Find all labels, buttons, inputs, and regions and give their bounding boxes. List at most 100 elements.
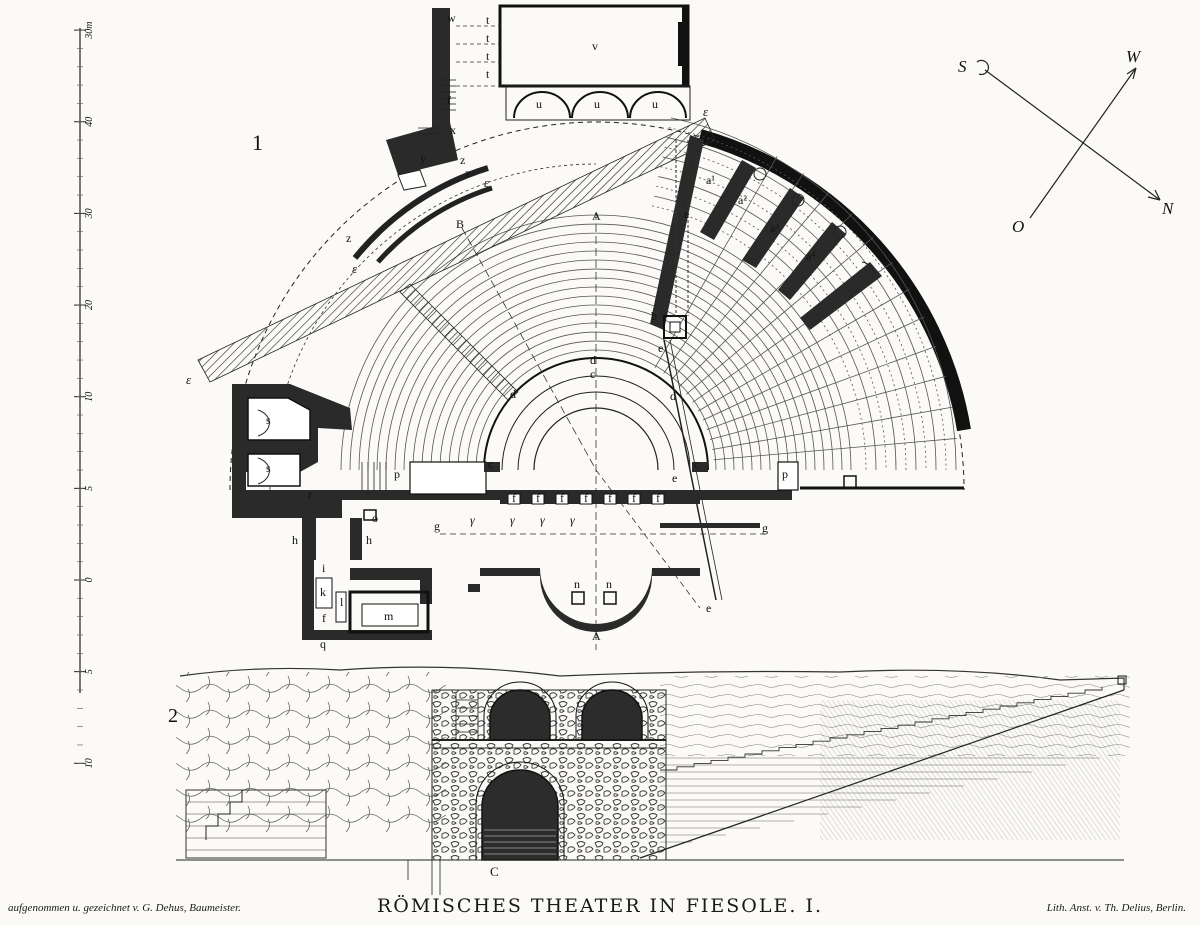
label-o: o (372, 511, 378, 525)
seat-row-outer (662, 156, 917, 471)
label-f5: f (608, 491, 612, 505)
scale-tick-label: 0 (84, 578, 95, 583)
scale-tick-label: 30m (84, 21, 95, 39)
seat-row-outer (652, 205, 867, 471)
label-C: C (490, 864, 499, 879)
label-gamma4: γ (570, 513, 575, 527)
label-eps2: ε (484, 175, 490, 190)
label-c3: c (694, 457, 699, 471)
label-e4: e (706, 601, 711, 615)
label-z1: z (460, 153, 465, 167)
label-l: l (340, 595, 344, 609)
cavea-radial-line (709, 375, 946, 440)
label-s1: s (266, 413, 271, 427)
label-e1: e (684, 207, 689, 221)
label-y: y (420, 151, 426, 165)
label-a4: a⁴ (806, 249, 816, 263)
label-t2: t (486, 31, 490, 45)
label-f-low: f (322, 611, 326, 625)
label-e2: e (658, 341, 663, 355)
cavea-radial-line (697, 288, 910, 412)
scale-tick-label: 20 (84, 300, 95, 310)
label-x: x (450, 123, 456, 137)
label-d2: d (510, 387, 516, 401)
plan-drawing (197, 4, 971, 650)
seat-row (358, 232, 834, 471)
seat-row-outer (670, 117, 957, 471)
cavea-radial-line (702, 316, 925, 421)
seat-row (457, 331, 735, 471)
compass-rose (976, 59, 1161, 219)
scale-tick-label: 10 (84, 758, 95, 768)
lithographer-credit: Lith. Anst. v. Th. Delius, Berlin. (1046, 902, 1186, 914)
section-drawing (176, 666, 1130, 895)
scale-tick-label: 5 (84, 486, 95, 491)
plate-title: RÖMISCHES THEATER IN FIESOLE. I. (376, 895, 823, 917)
label-f6: f (632, 491, 636, 505)
label-m: m (384, 609, 394, 623)
cavea-radial-line (706, 345, 937, 431)
label-eps1: ε (703, 104, 709, 119)
cavea-radial-line (686, 237, 874, 395)
label-k: k (320, 585, 326, 599)
label-a1: a¹ (706, 173, 715, 187)
label-eps4: ε (186, 372, 192, 387)
label-g1: g (434, 519, 440, 533)
plan-labels: w t t t t v u u u f x y z z z ε ε ε ε a¹… (186, 11, 816, 651)
label-z3: z (346, 231, 351, 245)
figure-number-plan: 1 (252, 130, 263, 155)
label-z2: z (465, 166, 470, 180)
label-b: b (651, 309, 657, 323)
label-c2: c (488, 457, 493, 471)
label-f2: f (536, 491, 540, 505)
label-h1: h (292, 533, 298, 547)
seat-row (466, 340, 726, 471)
seat-row-outer (666, 137, 937, 471)
label-gamma2: γ (510, 513, 515, 527)
seat-row (430, 304, 762, 471)
label-u3: u (652, 97, 658, 111)
label-u1: u (536, 97, 542, 111)
label-f3: f (560, 491, 564, 505)
label-s2: s (266, 461, 271, 475)
drafter-credit: aufgenommen u. gezeichnet v. G. Dehus, B… (8, 902, 241, 914)
label-q: q (320, 637, 326, 651)
label-gamma3: γ (540, 513, 545, 527)
label-gamma1: γ (470, 513, 475, 527)
compass-label-n: N (1161, 199, 1175, 218)
label-f1: f (512, 491, 516, 505)
label-p2: p (782, 467, 788, 481)
label-c1: c (590, 367, 595, 381)
compass-label-w: W (1126, 47, 1142, 66)
label-n1: n (574, 577, 580, 591)
compass-label-o: O (1012, 217, 1024, 236)
label-a2: a² (738, 193, 747, 207)
label-h2: h (366, 533, 372, 547)
scale-tick-label: 30 (84, 208, 95, 219)
label-t1: t (486, 13, 490, 27)
label-d3: d (670, 389, 676, 403)
cavea-radial-line (713, 438, 957, 461)
scale-bar: 30m 40 30 20 10 5 0 5 10 (74, 21, 95, 768)
seat-row-outer (654, 195, 877, 471)
label-f4: f (584, 491, 588, 505)
label-a3: a³ (770, 221, 779, 235)
compass-label-s: S (958, 57, 967, 76)
label-t4: t (486, 67, 490, 81)
seat-row-outer (656, 185, 887, 471)
cavea-radial-line (654, 156, 778, 369)
seat-row (394, 268, 798, 471)
label-g2: g (762, 521, 768, 535)
label-e3: e (672, 471, 677, 485)
seat-row-outer (658, 176, 897, 471)
scale-tick-label: 10 (84, 392, 95, 402)
label-d1: d (590, 353, 596, 367)
label-t3: t (486, 49, 490, 63)
scale-tick-label: 5 (84, 669, 95, 674)
cavea-radial-line (712, 406, 953, 450)
label-A-bottom: A (592, 629, 601, 643)
scale-tick-label: 40 (84, 117, 95, 127)
seat-row-outer (660, 166, 907, 471)
